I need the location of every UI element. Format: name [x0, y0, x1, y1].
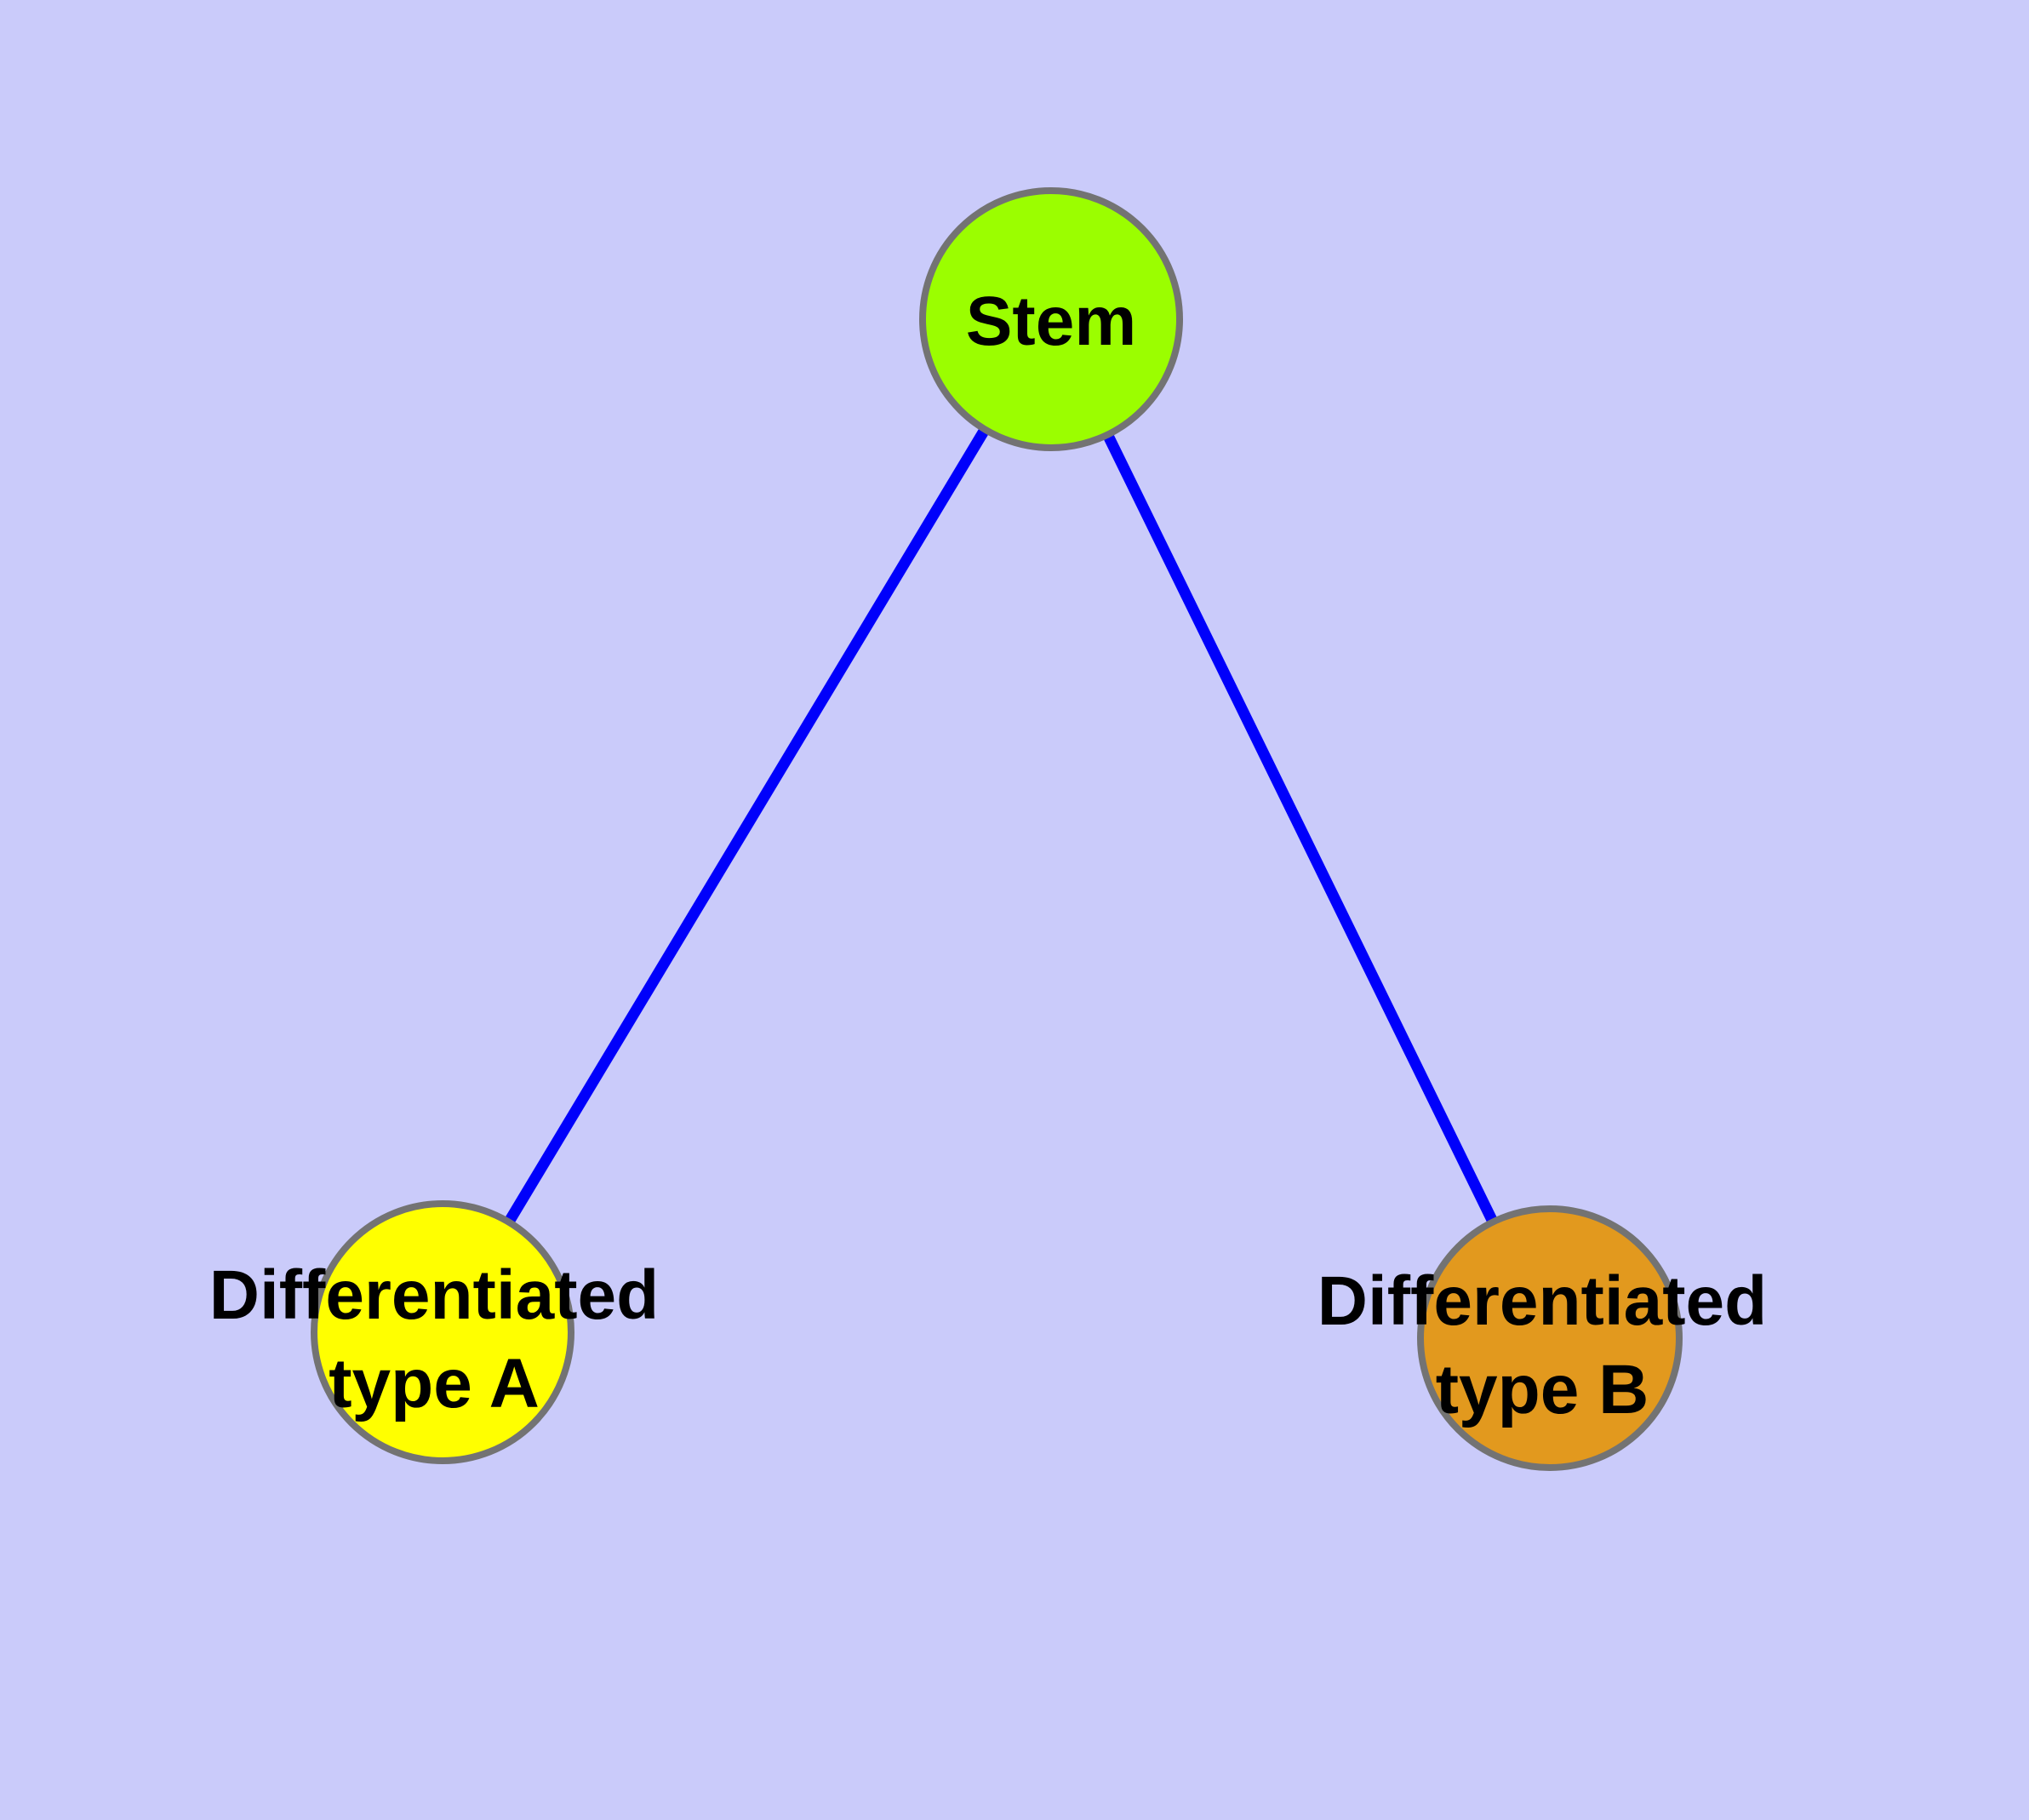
edge-stem-to-type-b	[1046, 317, 1555, 1341]
type-a-node-label-line1: Differentiated	[209, 1256, 660, 1334]
node-differentiated-type-b: Differentiated type B	[1317, 1205, 1768, 1471]
node-stem: Stem	[919, 187, 1183, 451]
stem-node-label: Stem	[966, 283, 1137, 360]
edges	[437, 316, 1555, 1341]
type-a-node-label-line2: type A	[329, 1345, 540, 1422]
type-b-node-label-line2: type B	[1436, 1351, 1649, 1428]
node-differentiated-type-a: Differentiated type A	[209, 1200, 660, 1464]
type-b-node-label-line1: Differentiated	[1317, 1262, 1768, 1340]
type-b-node-circle	[1417, 1205, 1683, 1471]
type-a-node-circle	[311, 1200, 574, 1464]
edge-stem-to-type-a	[437, 316, 1056, 1336]
stem-node-circle	[919, 187, 1183, 451]
